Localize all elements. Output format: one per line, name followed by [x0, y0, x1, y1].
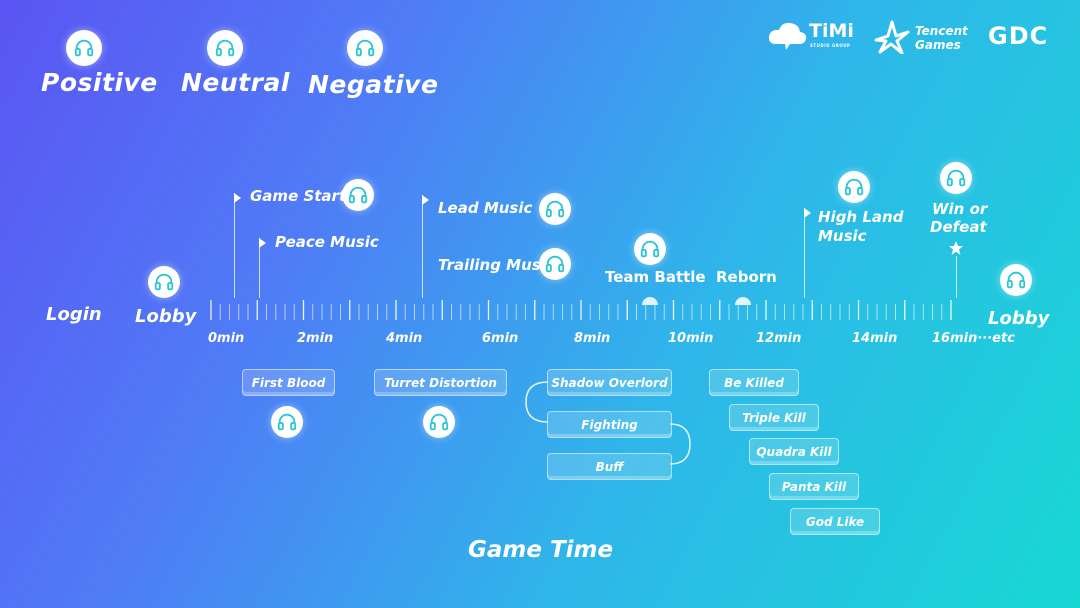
- event-win-2: Defeat: [930, 218, 987, 236]
- tencent-line2: Games: [915, 38, 961, 52]
- flag-pole-high-land: [804, 208, 805, 298]
- flag-icon: [234, 193, 241, 203]
- flag-icon: [259, 238, 266, 248]
- headphones-icon: [1000, 264, 1032, 296]
- connector-loop: [525, 381, 691, 465]
- chip-god-like: God Like: [790, 508, 880, 535]
- chip-be-killed: Be Killed: [709, 369, 799, 396]
- timi-logo: TiMi STUDIO GROUP: [768, 18, 858, 54]
- reborn-marker: [735, 297, 751, 305]
- star-icon: [949, 241, 963, 255]
- headphones-icon: [539, 248, 571, 280]
- chip-panta-kill: Panta Kill: [769, 473, 859, 500]
- team-battle-marker: [642, 297, 658, 305]
- chip-quadra-kill: Quadra Kill: [749, 438, 839, 465]
- flag-icon: [804, 208, 811, 218]
- tick-label: 0min: [208, 331, 245, 346]
- chip-shadow-overlord: Shadow Overlord: [547, 369, 672, 396]
- legend-positive: Positive: [41, 68, 158, 97]
- state-lobby-start: Lobby: [135, 306, 197, 327]
- event-high-land-1: High Land: [818, 208, 904, 226]
- headphones-icon: [838, 171, 870, 203]
- tick-label: 10min: [668, 331, 714, 346]
- footer-title: Game Time: [468, 537, 614, 563]
- timeline-axis: [210, 300, 952, 320]
- headphones-icon: [940, 162, 972, 194]
- event-lead-music: Lead Music: [438, 199, 533, 217]
- chip-first-blood: First Blood: [242, 369, 335, 396]
- pole-win: [956, 256, 957, 298]
- tick-label: 8min: [574, 331, 611, 346]
- event-high-land-2: Music: [818, 227, 867, 245]
- tencent-star-icon: [874, 20, 910, 54]
- tick-label: 16min···etc: [932, 331, 1015, 346]
- headphones-icon: [148, 266, 180, 298]
- tick-label: 6min: [482, 331, 519, 346]
- flag-pole-game-start: [234, 193, 235, 298]
- event-trailing-music: Trailing Music: [438, 256, 555, 274]
- state-login: Login: [46, 304, 102, 325]
- chip-triple-kill: Triple Kill: [729, 404, 819, 431]
- tencent-games-logo: Tencent Games: [874, 20, 974, 56]
- tick-label: 12min: [756, 331, 802, 346]
- event-team-battle: Team Battle: [605, 268, 706, 286]
- cloud-icon: [768, 22, 807, 50]
- legend-neutral: Neutral: [181, 68, 290, 97]
- chip-turret-distortion: Turret Distortion: [374, 369, 507, 396]
- tencent-line1: Tencent: [915, 24, 968, 38]
- state-lobby-end: Lobby: [988, 308, 1050, 329]
- headphones-icon: [347, 30, 383, 66]
- gdc-logo: GDC: [988, 22, 1049, 50]
- tick-label: 4min: [386, 331, 423, 346]
- headphones-icon: [342, 179, 374, 211]
- timi-subtitle: STUDIO GROUP: [810, 43, 851, 48]
- chip-fighting: Fighting: [547, 411, 672, 438]
- chip-buff: Buff: [547, 453, 672, 480]
- event-game-start: Game Start: [250, 187, 347, 205]
- legend-negative: Negative: [308, 70, 439, 99]
- headphones-icon: [634, 233, 666, 265]
- flag-pole-lead-music: [422, 195, 423, 298]
- event-reborn: Reborn: [716, 268, 777, 286]
- timi-wordmark: TiMi: [809, 20, 854, 42]
- headphones-icon: [539, 193, 571, 225]
- headphones-icon: [66, 30, 102, 66]
- event-win-1: Win or: [932, 200, 988, 218]
- tick-label: 2min: [297, 331, 334, 346]
- headphones-icon: [271, 406, 303, 438]
- headphones-icon: [423, 406, 455, 438]
- flag-pole-peace-music: [259, 238, 260, 298]
- tick-label: 14min: [852, 331, 898, 346]
- flag-icon: [422, 195, 429, 205]
- headphones-icon: [207, 30, 243, 66]
- event-peace-music: Peace Music: [275, 233, 379, 251]
